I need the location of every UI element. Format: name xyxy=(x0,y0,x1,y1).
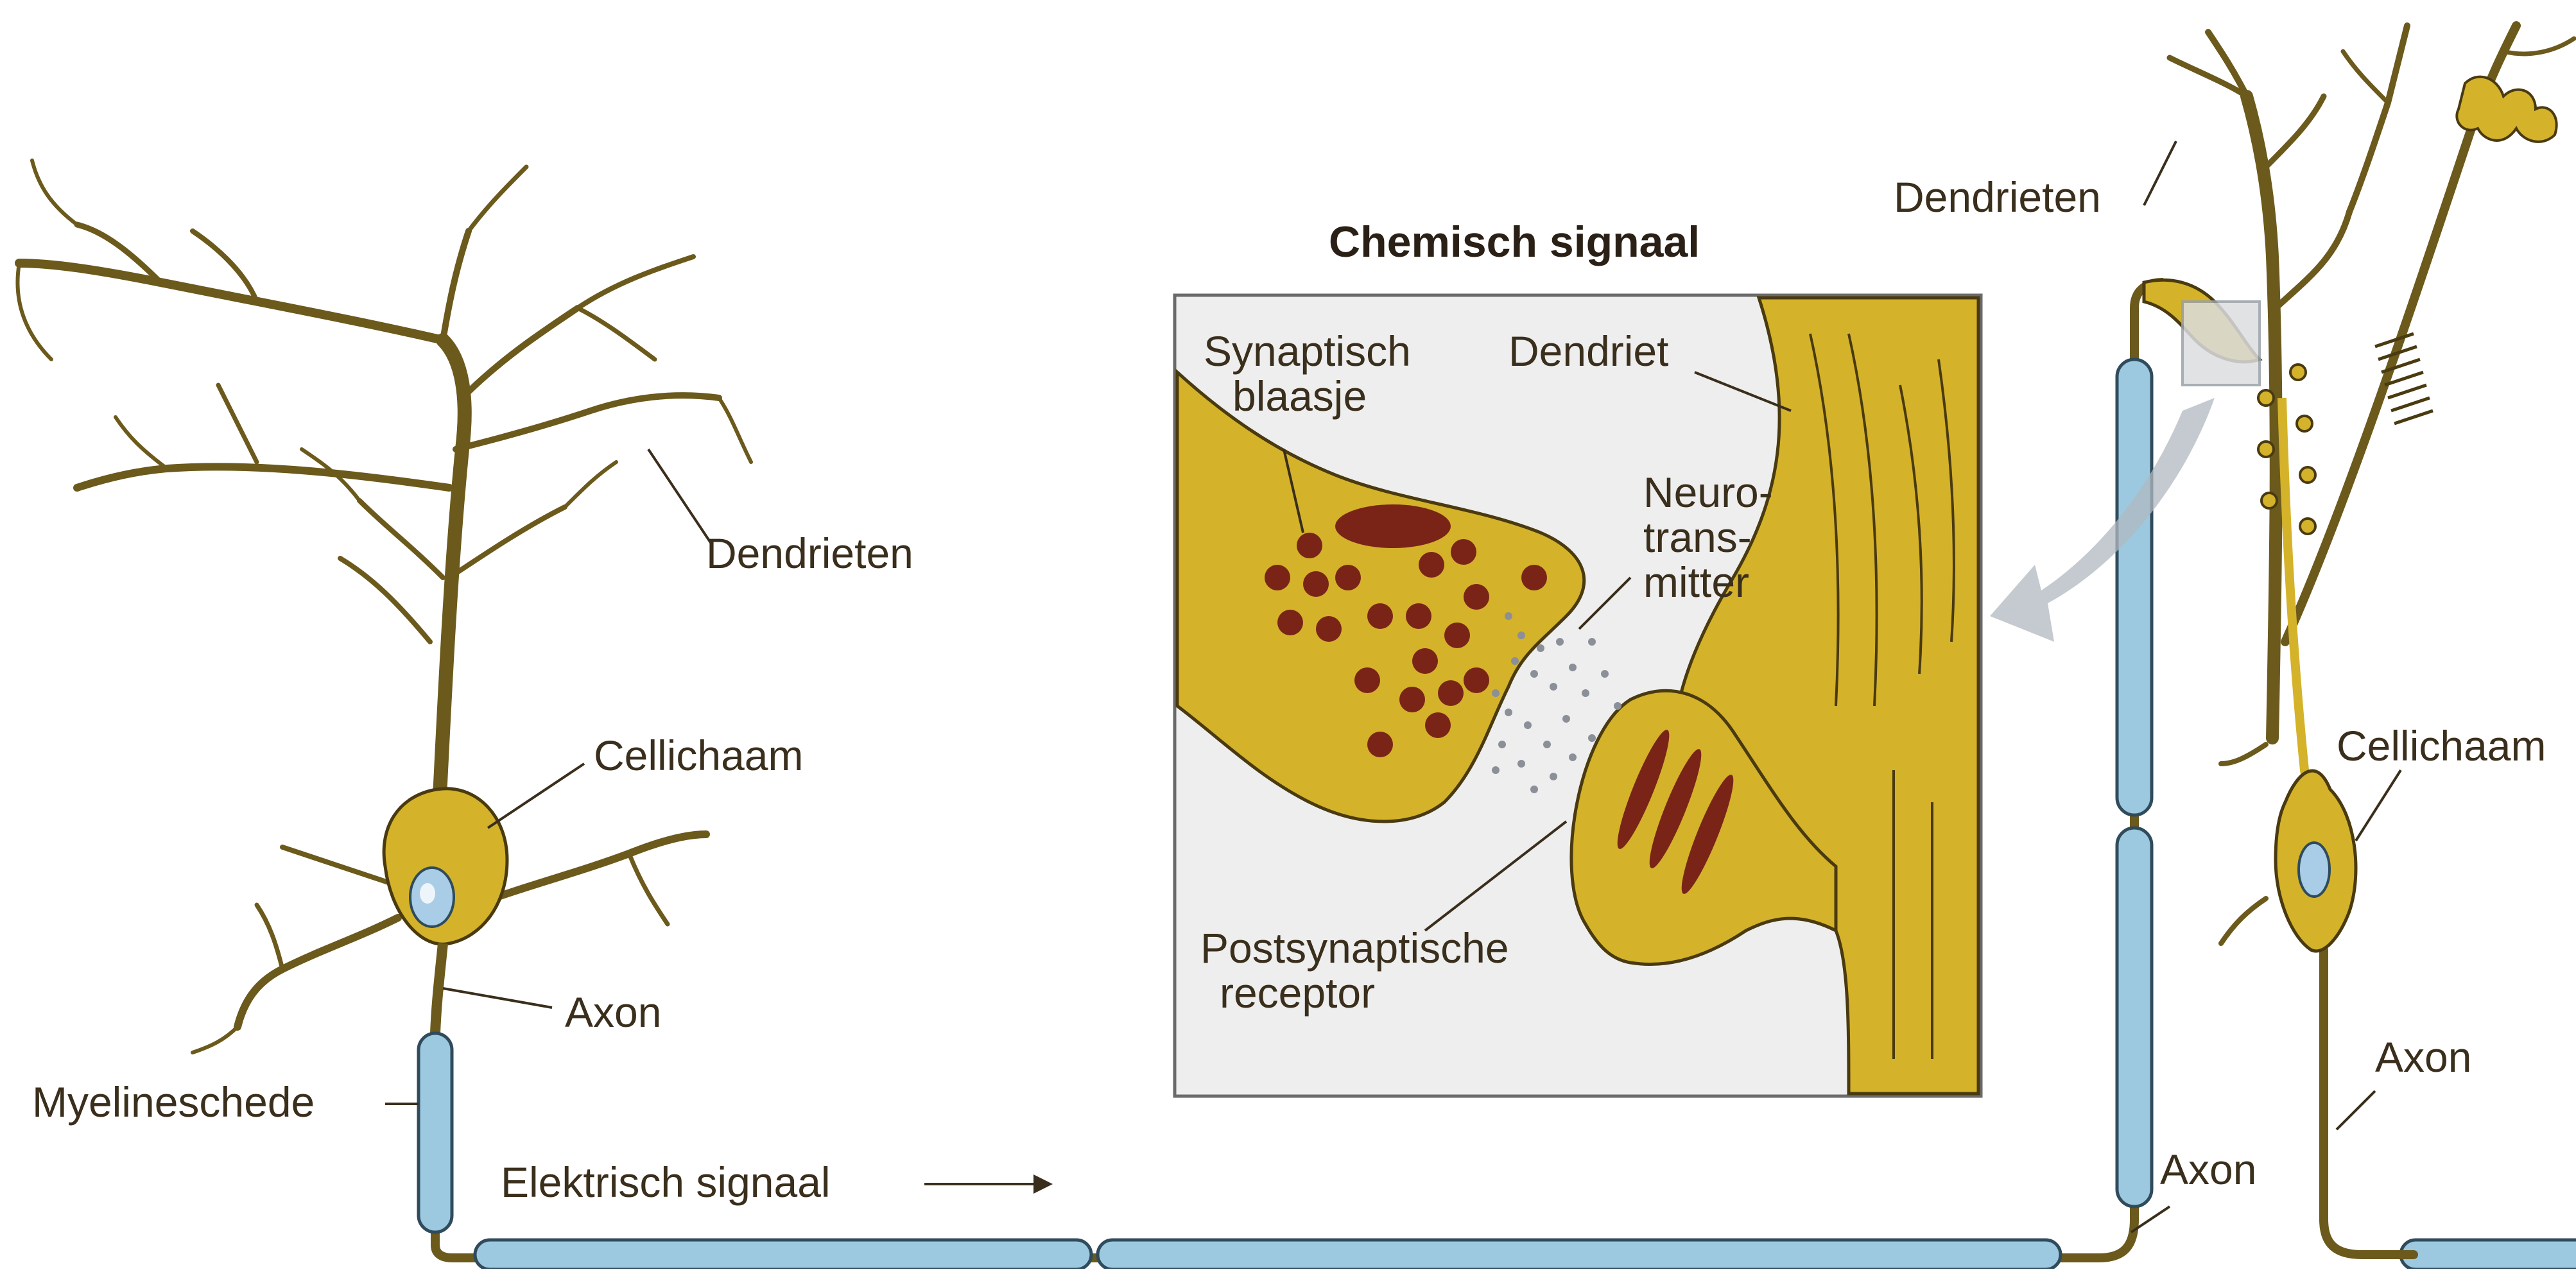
myelin-segment-right-lower xyxy=(2117,828,2152,1207)
right-neuron xyxy=(2170,26,2574,1255)
label-dendrites-right: Dendrieten xyxy=(1894,173,2101,221)
left-neuron xyxy=(17,160,751,1053)
label-myelin-sheath: Myelineschede xyxy=(32,1078,315,1126)
label-vesicle-line2: blaasje xyxy=(1232,372,1367,420)
label-electrical-signal: Elektrisch signaal xyxy=(501,1158,831,1206)
myelin-segment-1 xyxy=(475,1240,1091,1269)
label-dendrites-left: Dendrieten xyxy=(706,529,913,577)
presynaptic-mitochondrion xyxy=(1335,504,1451,548)
right-nucleus xyxy=(2299,843,2330,897)
myelin-segment-2 xyxy=(1098,1240,2061,1269)
label-neurotransmitter-line3: mitter xyxy=(1643,558,1749,606)
label-vesicle-line1: Synaptisch xyxy=(1204,327,1411,375)
label-axon-right-lower: Axon xyxy=(2160,1146,2256,1193)
myelin-segment-right-neuron xyxy=(2401,1240,2576,1269)
label-receptor-line1: Postsynaptische xyxy=(1200,924,1509,972)
label-neurotransmitter-line1: Neuro- xyxy=(1643,468,1773,516)
zoom-arrow xyxy=(1990,398,2215,642)
label-receptor-line2: receptor xyxy=(1220,969,1375,1017)
label-cell-body-right: Cellichaam xyxy=(2337,722,2546,769)
left-dendrites-branches xyxy=(17,160,751,1053)
label-axon-right-upper: Axon xyxy=(2375,1033,2471,1081)
label-axon-left: Axon xyxy=(565,988,661,1036)
label-inset-dendrite: Dendriet xyxy=(1508,327,1668,375)
inset-title: Chemisch signaal xyxy=(1329,218,1700,266)
myelin-segment-left xyxy=(419,1033,452,1232)
label-cell-body-left: Cellichaam xyxy=(594,732,803,779)
myelin-segment-right-upper xyxy=(2117,359,2152,815)
right-dendrites-branches xyxy=(2170,26,2574,1255)
electrical-signal-arrowhead xyxy=(1033,1174,1053,1194)
left-axon-stub xyxy=(435,943,443,1033)
synapse-zoom-marker xyxy=(2183,302,2260,385)
label-neurotransmitter-line2: trans- xyxy=(1643,513,1752,561)
